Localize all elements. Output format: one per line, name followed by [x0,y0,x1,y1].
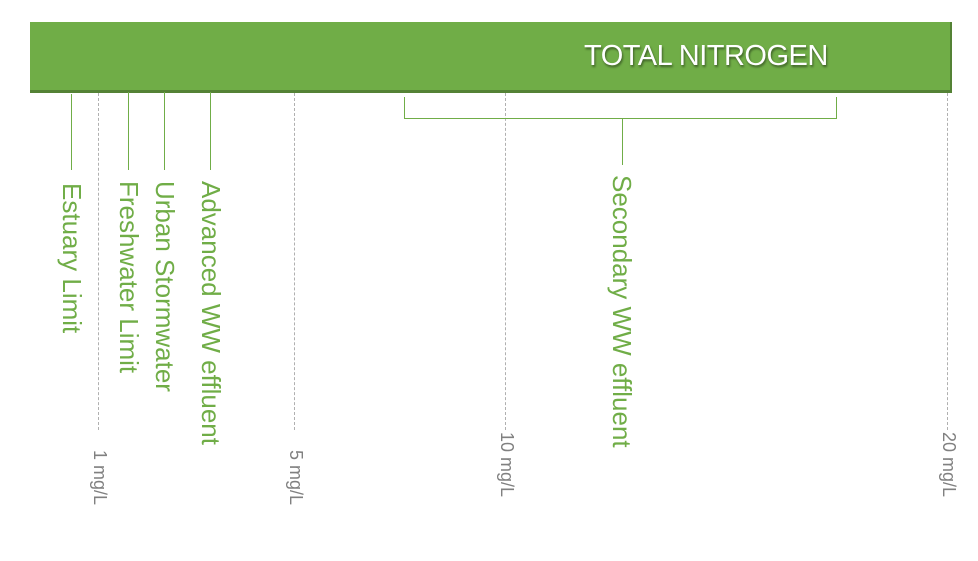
freshwater-limit-line [128,92,129,170]
estuary-limit-line [71,94,72,170]
tick-line-1 [98,93,99,430]
total-nitrogen-bar [30,22,952,93]
secondary-bracket-left [404,97,405,118]
tick-label-1: 1 mg/L [90,450,110,506]
tick-label-5: 5 mg/L [286,450,306,506]
tick-label-10: 10 mg/L [497,432,517,498]
estuary-limit-label: Estuary Limit [57,183,87,334]
tick-line-5 [294,93,295,430]
urban-stormwater-label: Urban Stormwater [150,181,180,392]
tick-line-20 [947,93,948,430]
freshwater-limit-label: Freshwater Limit [114,181,144,374]
secondary-bracket-stem [622,118,623,165]
advanced-ww-line [210,92,211,170]
urban-stormwater-line [164,92,165,170]
diagram-title: TOTAL NITROGEN [584,40,828,72]
secondary-bracket-bar [404,118,837,119]
tick-line-10 [505,93,506,430]
secondary-bracket-right [836,97,837,118]
tick-label-20: 20 mg/L [939,432,959,498]
secondary-ww-label: Secondary WW effluent [607,175,637,448]
advanced-ww-label: Advanced WW effluent [196,181,226,445]
